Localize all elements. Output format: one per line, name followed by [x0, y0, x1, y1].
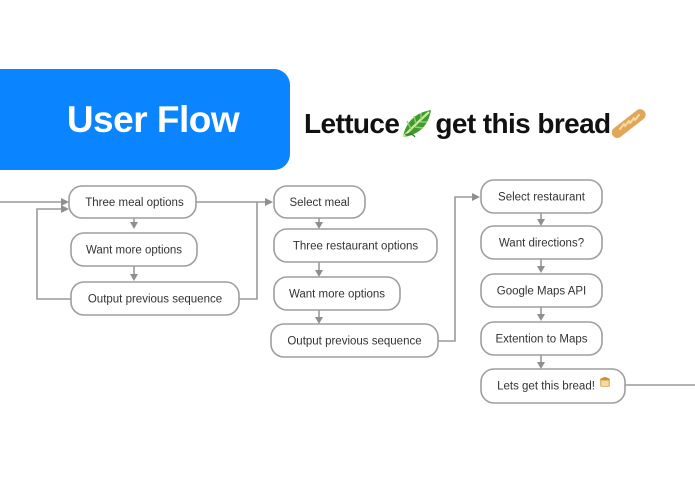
svg-text:Extention to Maps: Extention to Maps — [495, 334, 587, 346]
node-want-directions: Want directions? — [480, 225, 603, 260]
arrow-c3-1 — [537, 219, 545, 226]
node-want-more-options-2: Want more options — [273, 276, 401, 311]
arrow-c1-2 — [130, 274, 138, 281]
svg-text:Select restaurant: Select restaurant — [498, 192, 586, 204]
node-lets-get-this-bread: Lets get this bread! — [480, 368, 626, 404]
node-output-previous-sequence-1: Output previous sequence — [70, 281, 240, 316]
node-output-previous-sequence-2: Output previous sequence — [270, 323, 439, 358]
connector-c1-c2-bottom — [239, 202, 258, 300]
app-title-part2: get this bread — [435, 108, 611, 139]
svg-text:Three restaurant options: Three restaurant options — [293, 241, 419, 253]
app-title: Lettuce get this bread — [304, 102, 647, 146]
banner-title: User Flow — [66, 98, 240, 140]
arrow-c1-c2 — [265, 198, 273, 206]
svg-text:Lets get this bread!: Lets get this bread! — [497, 381, 595, 393]
arrow-c1-1 — [130, 222, 138, 229]
svg-text:Output previous sequence: Output previous sequence — [88, 294, 222, 306]
node-google-maps-api: Google Maps API — [480, 273, 603, 308]
lettuce-emoji-icon — [399, 107, 435, 141]
node-select-restaurant: Select restaurant — [480, 179, 603, 214]
node-extention-to-maps: Extention to Maps — [480, 321, 603, 356]
connectors — [0, 193, 695, 386]
connector-c1-loop — [36, 208, 71, 300]
arrow-c2-c3 — [472, 193, 480, 201]
svg-text:Output previous sequence: Output previous sequence — [287, 336, 421, 348]
arrow-c3-4 — [537, 362, 545, 369]
svg-text:Select meal: Select meal — [289, 197, 349, 209]
user-flow-banner: User Flow — [0, 69, 290, 170]
app-title-part1: Lettuce — [304, 108, 400, 139]
arrow-c1-loop — [61, 205, 69, 213]
svg-text:Google Maps API: Google Maps API — [497, 286, 587, 298]
svg-text:Want more options: Want more options — [289, 289, 385, 301]
arrow-entry — [61, 198, 69, 206]
connector-c2-c3 — [438, 196, 472, 342]
svg-text:Want more options: Want more options — [86, 245, 182, 257]
svg-text:Want directions?: Want directions? — [499, 238, 584, 250]
node-select-meal: Select meal — [273, 185, 366, 219]
arrow-c2-3 — [315, 317, 323, 324]
arrow-c2-2 — [315, 270, 323, 277]
node-want-more-options-1: Want more options — [70, 232, 198, 267]
bread-emoji-icon — [600, 377, 610, 387]
svg-text:Three meal options: Three meal options — [85, 197, 184, 209]
node-three-meal-options: Three meal options — [68, 185, 197, 219]
node-three-restaurant-options: Three restaurant options — [273, 228, 438, 263]
arrow-c2-1 — [315, 222, 323, 229]
arrow-c3-3 — [537, 314, 545, 321]
arrow-c3-2 — [537, 266, 545, 273]
baguette-emoji-icon — [611, 107, 647, 141]
